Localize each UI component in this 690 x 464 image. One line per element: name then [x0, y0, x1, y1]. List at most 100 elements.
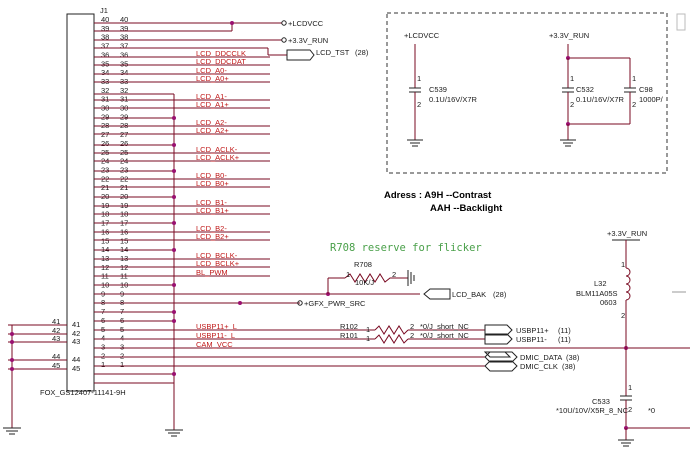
c533-extra: *0 [648, 406, 655, 415]
j1-pin-outer-1: 1 [120, 360, 124, 369]
j1-pin-21: 21 [101, 183, 109, 192]
l32-part: BLM11A05S [576, 289, 618, 298]
output-net-flags [483, 324, 518, 372]
c533-value: *10U/10V/X5R_8_NC [556, 406, 629, 415]
mount-pin-42: 42 [52, 326, 60, 335]
r101-value: *0/J_short_NC [420, 331, 469, 340]
c532-power-label: +3.3V_RUN [549, 31, 589, 40]
lcd-bak-ref: (28) [493, 290, 507, 299]
j1-pin-2: 2 [101, 351, 105, 360]
mount-pin-inner-45: 45 [72, 364, 80, 373]
j1-pin-outer-25: 25 [120, 148, 128, 157]
j1-pin-27: 27 [101, 130, 109, 139]
j1-pin-39: 39 [101, 24, 109, 33]
j1-pin-13: 13 [101, 254, 109, 263]
lcd-net-labels: LCD_DDCCLK LCD_DDCDAT LCD_A0- LCD_A0+ LC… [196, 49, 246, 349]
net-lcd-b1p: LCD_B1+ [196, 206, 229, 215]
j1-pin-numbers-inner: 4039383736353433323130292827262524232221… [101, 15, 109, 369]
j1-mount-pins [3, 324, 67, 435]
j1-pin-40: 40 [101, 15, 109, 24]
j1-ground-bus [94, 93, 183, 437]
j1-pin-36: 36 [101, 50, 109, 59]
j1-pin-outer-29: 29 [120, 112, 128, 121]
lcdvcc-label: +LCDVCC [288, 19, 324, 28]
j1-pin-outer-38: 38 [120, 33, 128, 42]
mount-pin-45: 45 [52, 361, 60, 370]
svg-text:1: 1 [570, 74, 574, 83]
r708-value: 10K/J [355, 278, 374, 287]
usbn-out-ref: (11) [558, 335, 571, 344]
l32-ref: L32 [594, 279, 607, 288]
j1-pin-outer-21: 21 [120, 183, 128, 192]
svg-text:2: 2 [570, 100, 574, 109]
r102-pin2: 2 [410, 322, 414, 331]
svg-text:1: 1 [632, 74, 636, 83]
j1-pin-23: 23 [101, 165, 109, 174]
j1-pin-34: 34 [101, 68, 109, 77]
lcd-tst-label: LCD_TST [316, 48, 350, 57]
r102-r101-resistors [345, 325, 425, 344]
j1-pin-outer-26: 26 [120, 139, 128, 148]
svg-text:2: 2 [628, 405, 632, 414]
c532-value: 0.1U/16V/X7R [576, 95, 625, 104]
j1-pin-outer-15: 15 [120, 236, 128, 245]
j1-pin-35: 35 [101, 59, 109, 68]
mount-pin-inner-41: 41 [72, 320, 80, 329]
j1-pin-numbers-outer: 4039383736353433323130292827262524232221… [120, 15, 128, 369]
net-lcd-aclkp: LCD_ACLK+ [196, 153, 240, 162]
l32-size: 0603 [600, 298, 617, 307]
net-lcd-b0p: LCD_B0+ [196, 179, 229, 188]
j1-pin-outer-39: 39 [120, 24, 128, 33]
j1-pin-31: 31 [101, 95, 109, 104]
j1-pin-26: 26 [101, 139, 109, 148]
usbp-out-ref: (11) [558, 326, 571, 335]
svg-text:2: 2 [632, 100, 636, 109]
j1-pin-outer-34: 34 [120, 68, 128, 77]
j1-pin-outer-35: 35 [120, 59, 128, 68]
c539-power-label: +LCDVCC [404, 31, 440, 40]
net-usbp11p-l: USBP11+_L [196, 322, 237, 331]
net-lcd-a2p: LCD_A2+ [196, 126, 229, 135]
net-lcd-b1n: LCD_B1- [196, 198, 227, 207]
svg-text:1: 1 [417, 74, 421, 83]
dmic-clk-ref: (38) [562, 362, 576, 371]
r708-ref: R708 [354, 260, 372, 269]
j1-pin-outer-5: 5 [120, 325, 124, 334]
j1-pin-38: 38 [101, 33, 109, 42]
mount-pin-44: 44 [52, 352, 60, 361]
net-lcd-a0p: LCD_A0+ [196, 74, 229, 83]
j1-pin-1: 1 [101, 360, 105, 369]
c539-value: 0.1U/16V/X7R [429, 95, 478, 104]
j1-pin-outer-13: 13 [120, 254, 128, 263]
net-lcd-b2p: LCD_B2+ [196, 232, 229, 241]
usbn-out-label: USBP11- [516, 335, 547, 344]
dmic-data-label: DMIC_DATA [520, 353, 562, 362]
j1-pin-32: 32 [101, 86, 109, 95]
l32-power-label: +3.3V_RUN [607, 229, 647, 238]
mount-pin-inner-44: 44 [72, 355, 80, 364]
mount-pin-43: 43 [52, 334, 60, 343]
j1-pin-33: 33 [101, 77, 109, 86]
j1-pin-outer-6: 6 [120, 316, 124, 325]
net-lcd-a1p: LCD_A1+ [196, 100, 229, 109]
j1-pin-outer-31: 31 [120, 95, 128, 104]
svg-text:1: 1 [628, 383, 632, 392]
r708-pin1: 1 [346, 270, 350, 279]
lcd-bak-label: LCD_BAK [452, 290, 486, 299]
c98-ref: C98 [639, 85, 653, 94]
c98-value: 1000P/ [639, 95, 664, 104]
j1-pin-outer-23: 23 [120, 165, 128, 174]
net-lcd-bclkn: LCD_BCLK- [196, 251, 238, 260]
j1-pin-outer-2: 2 [120, 351, 124, 360]
mount-pin-41: 41 [52, 317, 60, 326]
j1-pin-37: 37 [101, 42, 109, 51]
lcd-tst-ref: (28) [355, 48, 369, 57]
mount-pin-inner-42: 42 [72, 329, 80, 338]
j1-pin-outer-32: 32 [120, 86, 128, 95]
r102-ref: R102 [340, 322, 358, 331]
c532-ref: C532 [576, 85, 594, 94]
dmic-data-ref: (38) [566, 353, 580, 362]
j1-part-number: FOX_GS12407-11141-9H [40, 388, 126, 397]
j1-pin-19: 19 [101, 201, 109, 210]
